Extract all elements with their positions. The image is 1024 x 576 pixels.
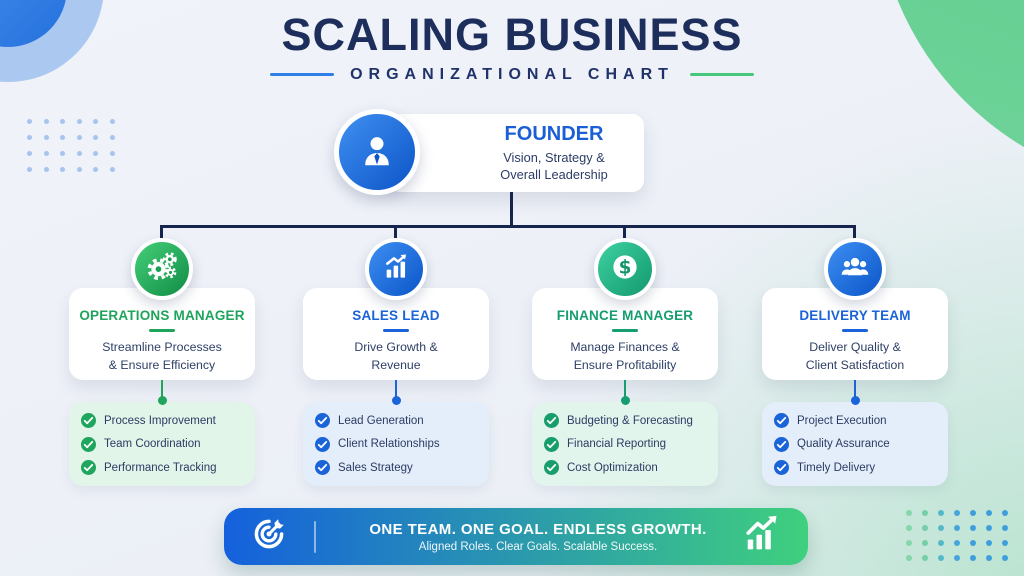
finance-checklist: Budgeting & Forecasting Financial Report… — [532, 402, 718, 486]
list-item: Lead Generation — [315, 413, 477, 428]
checklist-label: Sales Strategy — [338, 461, 413, 474]
list-item: Sales Strategy — [315, 460, 477, 475]
banner-subline: Aligned Roles. Clear Goals. Scalable Suc… — [418, 540, 658, 553]
subtitle-row: ORGANIZATIONAL CHART — [0, 66, 1024, 84]
operations-title: OPERATIONS MANAGER — [79, 308, 245, 323]
sales-connector-dot — [391, 396, 401, 405]
operations-checklist: Process Improvement Team Coordination Pe… — [69, 402, 255, 486]
finance-connector-dot — [620, 396, 630, 405]
checklist-label: Lead Generation — [338, 414, 424, 427]
delivery-checklist: Project Execution Quality Assurance Time… — [762, 402, 948, 486]
horizontal-connector-line — [161, 225, 856, 228]
connector-stub-operations — [160, 225, 163, 243]
dollar-icon: $ — [608, 250, 642, 289]
finance-role-card: FINANCE MANAGER Manage Finances & Ensure… — [532, 288, 718, 380]
list-item: Quality Assurance — [774, 436, 936, 452]
delivery-role-card: DELIVERY TEAM Deliver Quality & Client S… — [762, 288, 948, 380]
banner-divider — [314, 520, 316, 553]
top-left-dot-grid — [27, 119, 115, 172]
checklist-label: Quality Assurance — [797, 438, 890, 450]
svg-text:$: $ — [619, 257, 632, 278]
finance-description: Manage Finances & Ensure Profitability — [570, 340, 680, 372]
page-subtitle: ORGANIZATIONAL CHART — [350, 65, 674, 83]
delivery-connector-dot — [850, 396, 860, 405]
bottom-banner: ONE TEAM. ONE GOAL. ENDLESS GROWTH. Alig… — [224, 508, 808, 565]
operations-list-connector — [161, 380, 163, 400]
finance-list-connector — [624, 380, 626, 400]
growth-icon — [740, 512, 784, 561]
checklist-label: Budgeting & Forecasting — [567, 414, 693, 427]
delivery-list-connector — [854, 380, 856, 400]
founder-description: Vision, Strategy & Overall Leadership — [500, 149, 608, 182]
list-item: Client Relationships — [315, 436, 477, 452]
sales-underline — [383, 329, 409, 332]
founder-card: FOUNDER Vision, Strategy & Overall Leade… — [334, 109, 644, 195]
delivery-description: Deliver Quality & Client Satisfaction — [805, 340, 905, 372]
connector-stub-finance — [623, 225, 626, 243]
subtitle-right-line — [689, 73, 754, 76]
checklist-label: Project Execution — [797, 414, 887, 427]
founder-connector-line — [510, 192, 513, 226]
operations-underline — [149, 329, 175, 332]
page-title: SCALING BUSINESS — [281, 9, 743, 60]
sales-checklist: Lead Generation Client Relationships Sal… — [303, 402, 489, 486]
checklist-label: Cost Optimization — [567, 461, 658, 474]
list-item: Team Coordination — [81, 436, 243, 452]
operations-role-card: OPERATIONS MANAGER Streamline Processes … — [69, 288, 255, 380]
operations-connector-dot — [157, 396, 167, 405]
founder-icon-circle — [334, 109, 420, 195]
checklist-label: Client Relationships — [338, 438, 440, 450]
sales-description: Drive Growth & Revenue — [354, 340, 438, 372]
banner-text-block: ONE TEAM. ONE GOAL. ENDLESS GROWTH. Alig… — [336, 521, 740, 553]
banner-headline: ONE TEAM. ONE GOAL. ENDLESS GROWTH. — [369, 520, 707, 538]
delivery-icon-circle — [824, 238, 886, 300]
person-icon — [358, 131, 396, 174]
checklist-label: Team Coordination — [104, 438, 201, 450]
list-item: Timely Delivery — [774, 460, 936, 475]
operations-icon-circle — [131, 238, 193, 300]
header: SCALING BUSINESS ORGANIZATIONAL CHART — [0, 10, 1024, 84]
sales-title: SALES LEAD — [352, 308, 440, 323]
checklist-label: Performance Tracking — [104, 461, 217, 474]
checklist-label: Timely Delivery — [797, 461, 876, 474]
connector-stub-delivery — [853, 225, 856, 243]
list-item: Performance Tracking — [81, 460, 243, 475]
bottom-right-dot-grid — [906, 510, 1008, 561]
operations-description: Streamline Processes & Ensure Efficiency — [102, 340, 222, 372]
founder-title: FOUNDER — [504, 122, 604, 145]
list-item: Process Improvement — [81, 413, 243, 428]
finance-icon-circle: $ — [594, 238, 656, 300]
finance-title: FINANCE MANAGER — [556, 308, 694, 323]
gears-icon — [145, 250, 179, 289]
target-icon — [248, 513, 290, 560]
sales-icon-circle — [365, 238, 427, 300]
checklist-label: Financial Reporting — [567, 438, 667, 450]
subtitle-left-line — [270, 73, 335, 76]
sales-role-card: SALES LEAD Drive Growth & Revenue — [303, 288, 489, 380]
list-item: Cost Optimization — [544, 460, 706, 475]
bar-chart-arrow-icon — [380, 251, 412, 288]
finance-underline — [612, 329, 638, 332]
list-item: Budgeting & Forecasting — [544, 413, 706, 428]
checklist-label: Process Improvement — [104, 414, 216, 427]
sales-list-connector — [395, 380, 397, 400]
delivery-underline — [842, 329, 868, 332]
founder-text-block: FOUNDER Vision, Strategy & Overall Leade… — [464, 114, 644, 192]
connector-stub-sales — [394, 225, 397, 243]
delivery-title: DELIVERY TEAM — [799, 308, 911, 323]
list-item: Financial Reporting — [544, 436, 706, 452]
list-item: Project Execution — [774, 413, 936, 428]
team-icon — [838, 250, 872, 289]
